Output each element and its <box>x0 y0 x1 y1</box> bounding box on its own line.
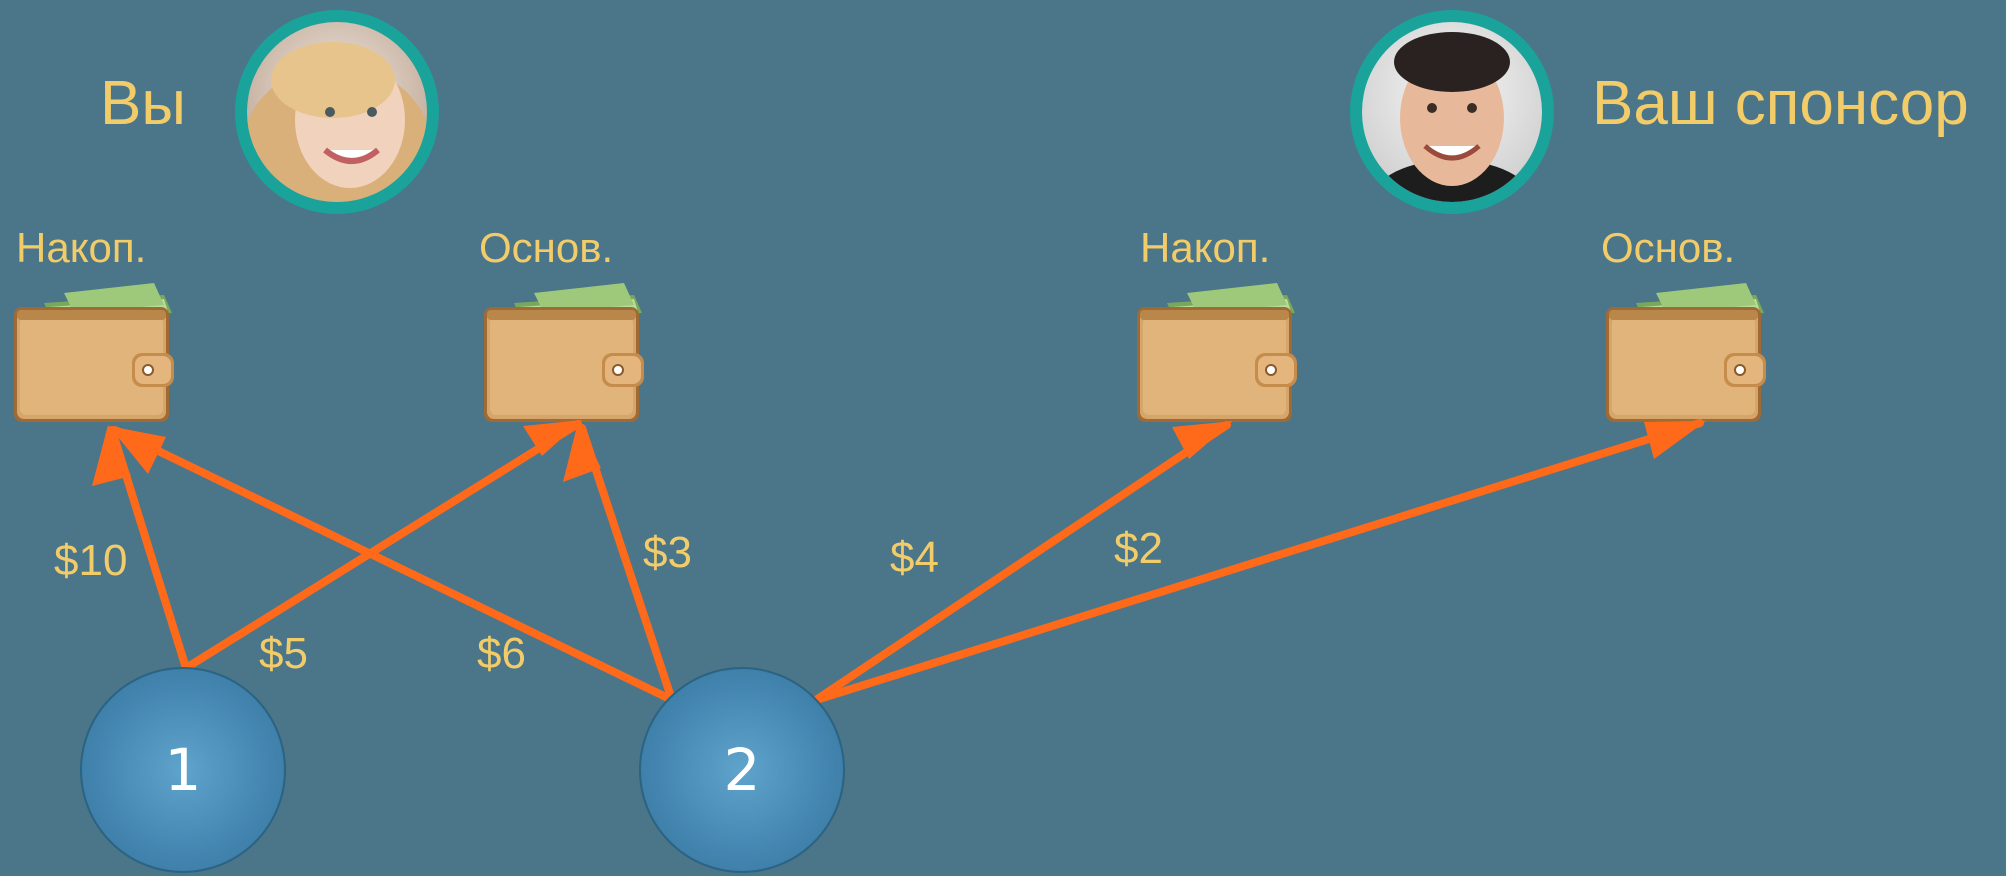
arrow-node2-you-accum <box>109 426 676 704</box>
you-avatar <box>235 10 439 214</box>
you-label: Вы <box>100 69 186 138</box>
wallet-icon-you-main <box>483 282 645 423</box>
wallet-icon-you-accum <box>13 282 175 423</box>
node-2-label: 2 <box>724 736 761 804</box>
arrow-node1-you-accum <box>92 425 190 672</box>
wallet-icon-sponsor-main <box>1605 282 1767 423</box>
node-2-circle <box>639 667 845 873</box>
wallet-label-you-main: Основ. <box>479 224 613 271</box>
wallet-label-sponsor-accum: Накоп. <box>1140 224 1270 271</box>
amount-label-2: $2 <box>1114 524 1163 573</box>
arrow-node2-you-main <box>563 422 676 704</box>
amount-label-3: $3 <box>643 528 692 577</box>
arrow-node2-sponsor-main <box>812 419 1706 704</box>
amount-label-6: $6 <box>477 629 526 678</box>
wallet-icon-sponsor-accum <box>1136 282 1298 423</box>
wallet-label-sponsor-main: Основ. <box>1601 224 1735 271</box>
node-1[interactable]: 1 <box>80 667 286 873</box>
sponsor-label: Ваш спонсор <box>1592 69 1969 138</box>
node-2[interactable]: 2 <box>639 667 845 873</box>
arrow-node2-sponsor-accum <box>812 421 1233 704</box>
sponsor-avatar <box>1350 10 1554 214</box>
wallet-label-you-accum: Накоп. <box>16 224 146 271</box>
arrow-node1-you-main <box>182 420 582 672</box>
amount-label-4: $4 <box>890 533 939 582</box>
node-1-label: 1 <box>165 736 202 804</box>
node-1-circle <box>80 667 286 873</box>
amount-label-10: $10 <box>54 536 127 585</box>
amount-label-5: $5 <box>259 629 308 678</box>
